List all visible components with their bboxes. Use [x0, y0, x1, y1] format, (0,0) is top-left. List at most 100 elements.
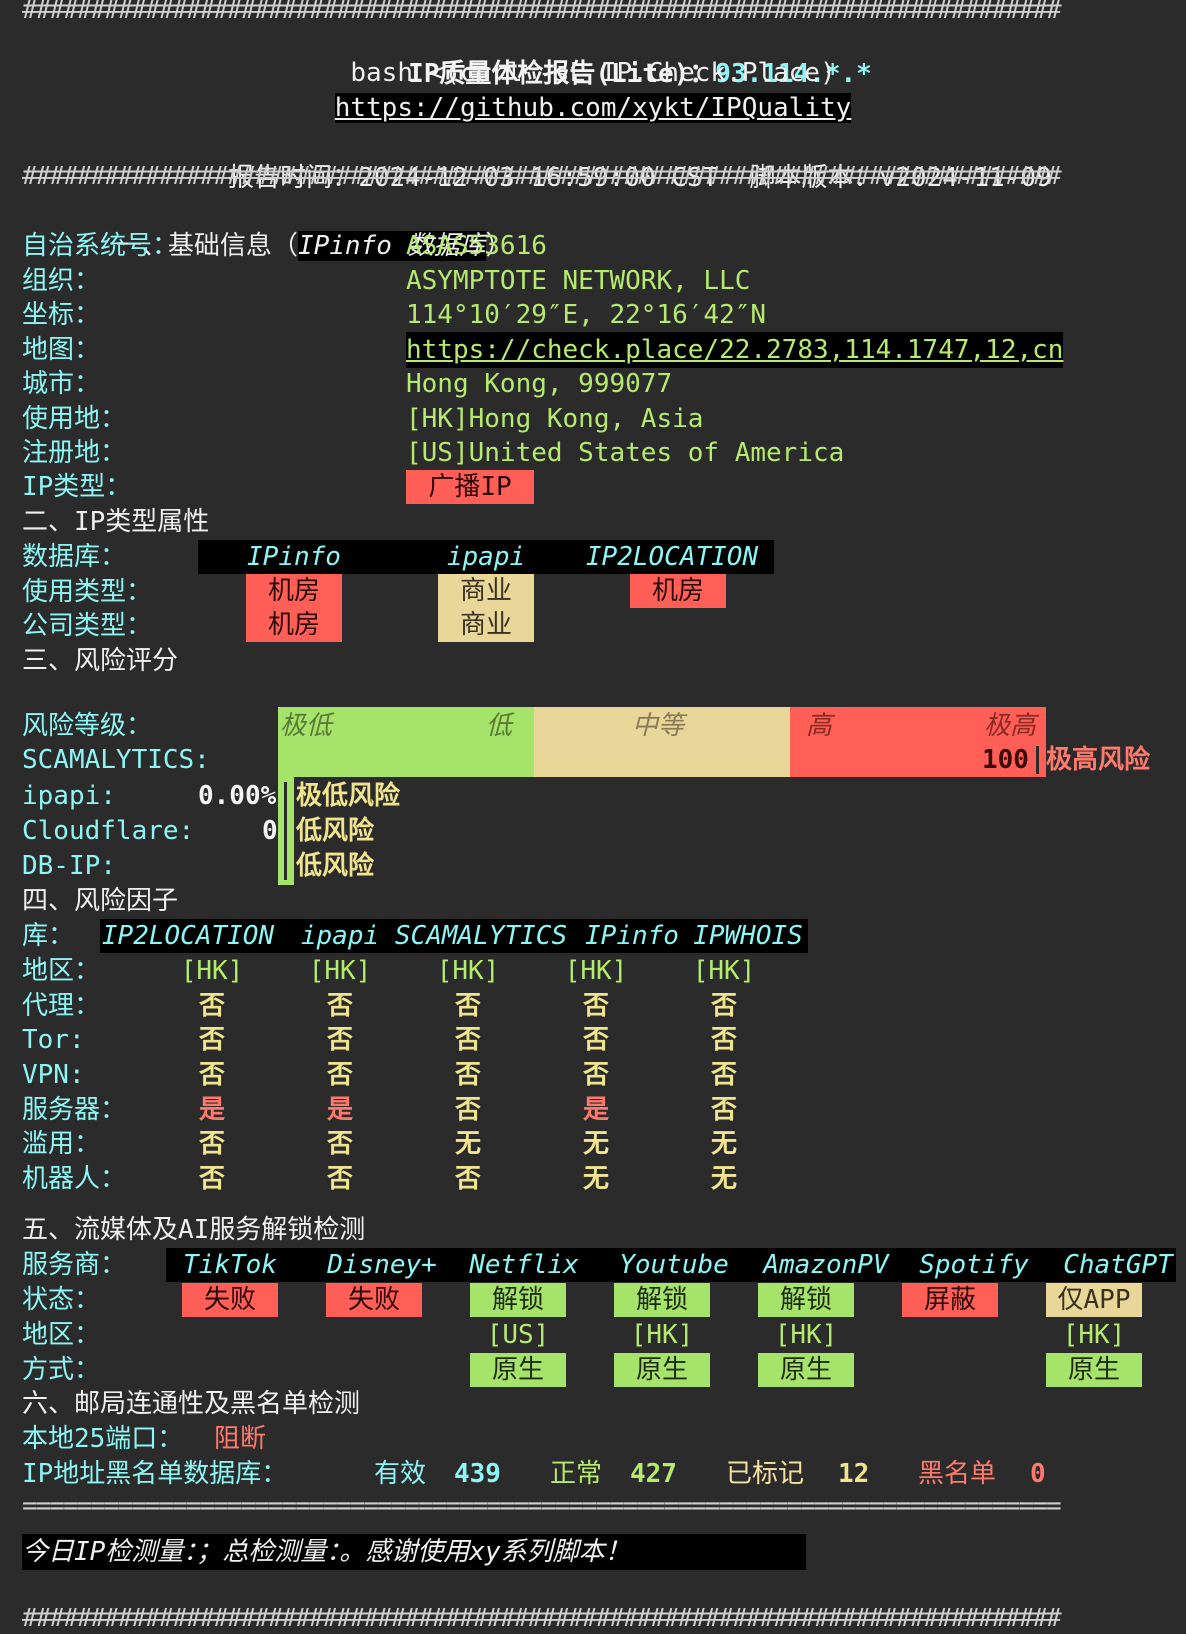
usage-type-row: 使用类型： 机房 商业 机房: [0, 574, 1186, 610]
marked-count: 12: [838, 1459, 870, 1489]
unlock-status-badge: 失败: [182, 1283, 278, 1317]
risk-factor-row: Tor:否否否否否: [0, 1022, 1186, 1058]
risk-factor-cell: 否: [454, 991, 481, 1021]
risk-factor-cell: 否: [198, 1060, 225, 1090]
lib-header: ipapi: [300, 921, 380, 951]
map-link[interactable]: https://check.place/22.2783,114.1747,12,…: [406, 332, 1064, 368]
ip-type-badge: 广播IP: [406, 470, 534, 504]
risk-factor-cell: 否: [326, 1025, 353, 1055]
risk-factor-cell: 是: [326, 1095, 353, 1125]
risk-factor-row: 滥用：否否无无无: [0, 1126, 1186, 1162]
unlock-region-cell: [US]: [486, 1320, 550, 1350]
basic-info-value: ASYMPTOTE NETWORK, LLC: [406, 266, 751, 296]
ip-address: 93.114.*.*: [715, 59, 872, 89]
basic-info-label: 注册地：: [22, 438, 127, 468]
unlock-mode-label: 方式：: [22, 1355, 101, 1385]
lib-header: IPinfo: [585, 921, 679, 951]
install-command: bash <(curl -sL IP.Check.Place): [350, 58, 836, 88]
usage-ipinfo-badge: 机房: [246, 574, 342, 608]
dbip-risk-row: DB-IP: 低风险: [0, 848, 1186, 884]
lib-label: 库：: [22, 921, 75, 951]
risk-factor-label: 服务器：: [22, 1095, 127, 1125]
risk-factor-cell: 无: [454, 1129, 481, 1159]
risk-factor-cell: [HK]: [180, 956, 244, 986]
unlock-mode-badge: 原生: [470, 1353, 566, 1387]
basic-info-row: 注册地： [US]United States of America: [0, 435, 1186, 471]
section2-title-row: 二、IP类型属性: [0, 504, 1186, 540]
unlock-status-badge: 解锁: [614, 1283, 710, 1317]
hash-divider-header: ########################################…: [22, 166, 1062, 186]
risk-factor-label: 代理：: [22, 991, 101, 1021]
provider-netflix: Netflix: [469, 1250, 579, 1280]
risk-level-row: 风险等级： 极低 低 中等 高 极高: [0, 708, 1186, 744]
scamalytics-level: 极高风险: [1046, 745, 1151, 775]
basic-info-label: 地图：: [22, 335, 101, 365]
risk-factor-cell: 否: [582, 1025, 609, 1055]
provider-disney: Disney+: [327, 1250, 437, 1280]
hash-divider-bottom: ########################################…: [22, 1608, 1062, 1628]
risk-level-low: 低: [486, 711, 513, 741]
risk-factor-cell: 否: [198, 991, 225, 1021]
section4-title: 四、风险因子: [22, 886, 179, 916]
unlock-mode-row: 方式： 原生原生原生原生: [0, 1352, 1186, 1388]
header-url-row: https://github.com/xykt/IPQuality: [0, 90, 1186, 126]
risk-factor-cell: 否: [326, 1060, 353, 1090]
risk-factor-label: Tor:: [22, 1025, 85, 1055]
basic-info-value: [US]United States of America: [406, 438, 845, 468]
unlock-status-label: 状态：: [22, 1285, 101, 1315]
marked-label: 已标记: [726, 1459, 805, 1489]
risk-factor-cell: 否: [454, 1060, 481, 1090]
section6-title: 六、邮局连通性及黑名单检测: [22, 1389, 361, 1419]
risk-factor-label: VPN:: [22, 1060, 85, 1090]
basic-info-label: 城市：: [22, 369, 101, 399]
risk-scale-yellow: [534, 707, 790, 777]
db-label: 数据库：: [22, 542, 127, 572]
usage-ip2location-badge: 机房: [630, 574, 726, 608]
basic-info-label: 组织：: [22, 266, 101, 296]
unlock-mode-badge: 原生: [758, 1353, 854, 1387]
lib-header: IP2LOCATION: [101, 921, 275, 951]
valid-count: 439: [454, 1459, 501, 1489]
basic-info-value: Hong Kong, 999077: [406, 369, 673, 399]
risk-factor-cell: 无: [710, 1129, 737, 1159]
risk-factor-cell: [HK]: [436, 956, 500, 986]
provider-label: 服务商：: [22, 1250, 127, 1280]
section4-title-row: 四、风险因子: [0, 883, 1186, 919]
risk-scale-cursor: [284, 782, 287, 880]
risk-factor-cell: 否: [454, 1095, 481, 1125]
section5-title-row: 五、流媒体及AI服务解锁检测: [0, 1212, 1186, 1248]
basic-info-value: ASAS53616: [406, 231, 547, 261]
github-link[interactable]: https://github.com/xykt/IPQuality: [334, 93, 852, 123]
blacklist-row: IP地址黑名单数据库： 有效 439 正常 427 已标记 12 黑名单 0: [0, 1456, 1186, 1492]
risk-factor-label: 机器人：: [22, 1164, 127, 1194]
risk-factor-cell: [HK]: [564, 956, 628, 986]
provider-amazonpv: AmazonPV: [763, 1250, 889, 1280]
normal-label: 正常: [550, 1459, 603, 1489]
header-title-row: IP质量体检报告(Lite)：93.114.*.*: [0, 20, 1186, 89]
hash-divider-top: ########################################…: [22, 0, 1062, 20]
ipapi-risk-score: 0.00%: [198, 781, 277, 811]
section1-source: IPinfo 数据库: [297, 231, 486, 261]
db-header-bar: [198, 540, 774, 574]
risk-factor-cell: 无: [582, 1164, 609, 1194]
db-row: 数据库： IPinfo ipapi IP2LOCATION: [0, 539, 1186, 575]
footer-message: 今日IP检测量：；总检测量：。感谢使用xy系列脚本！: [22, 1534, 806, 1570]
risk-factor-row: VPN:否否否否否: [0, 1057, 1186, 1093]
section1-title-row: 一、基础信息（IPinfo 数据库）: [0, 192, 1186, 261]
risk-factor-row: 代理：否否否否否: [0, 988, 1186, 1024]
basic-info-row: 自治系统号：ASAS53616: [0, 228, 1186, 264]
ip-type-label: IP类型：: [22, 472, 132, 502]
basic-info-row: 组织： ASYMPTOTE NETWORK, LLC: [0, 263, 1186, 299]
usage-type-label: 使用类型：: [22, 577, 153, 607]
company-type-row: 公司类型： 机房 商业: [0, 608, 1186, 644]
unlock-region-label: 地区：: [22, 1320, 101, 1350]
ipapi-risk-label: ipapi:: [22, 781, 116, 811]
dbip-risk-label: DB-IP:: [22, 851, 116, 881]
cloudflare-risk-score: 0: [262, 816, 278, 846]
unlock-region-row: 地区： [US][HK][HK][HK]: [0, 1317, 1186, 1353]
risk-factor-cell: 否: [198, 1164, 225, 1194]
footer-row: 今日IP检测量：；总检测量：。感谢使用xy系列脚本！: [0, 1534, 1186, 1570]
usage-ipapi-badge: 商业: [438, 574, 534, 608]
